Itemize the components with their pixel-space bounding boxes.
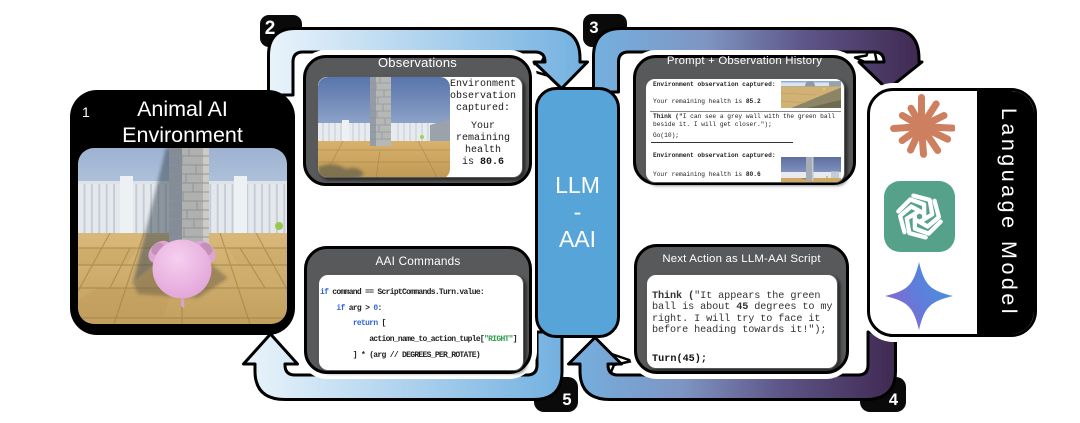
svg-text:4: 4	[889, 391, 899, 409]
svg-text:5: 5	[562, 391, 571, 409]
svg-text:3: 3	[589, 19, 598, 37]
svg-text:2: 2	[265, 18, 276, 39]
